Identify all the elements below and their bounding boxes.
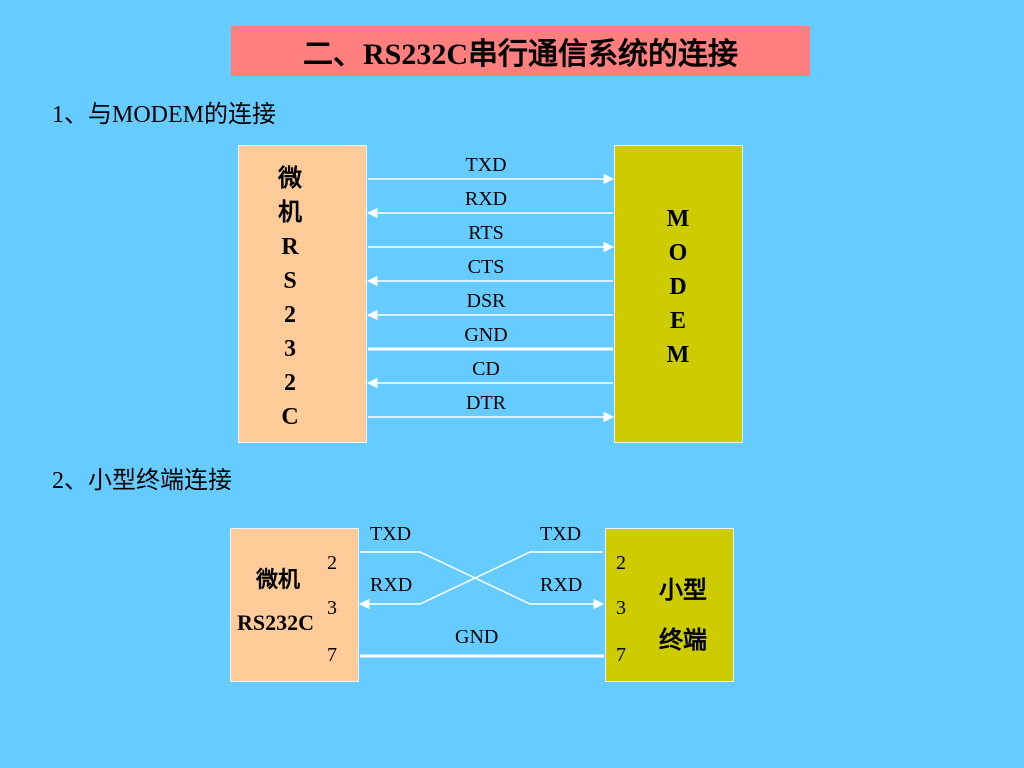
pc-box-2 xyxy=(230,528,359,682)
signal-label-dtr: DTR xyxy=(466,392,506,414)
modem-label-char: D xyxy=(669,274,687,300)
modem-label-char: M xyxy=(666,342,690,368)
modem-box xyxy=(614,145,743,443)
pc-label-char: R xyxy=(281,234,299,260)
pc-label-char: 2 xyxy=(284,370,296,396)
gnd-label-2: GND xyxy=(455,626,499,648)
terminal-label-line2: 终端 xyxy=(659,628,707,654)
signal-label-txd: TXD xyxy=(465,154,507,176)
signal-label-dsr: DSR xyxy=(466,290,506,312)
pc-label-line1: 微机 xyxy=(256,567,301,592)
txd-to-rxd-line xyxy=(360,551,605,610)
left-pin-3: 3 xyxy=(327,597,337,619)
right-pin-2: 2 xyxy=(616,552,626,574)
signal-label-cts: CTS xyxy=(467,256,505,278)
pc-rs232c-box xyxy=(238,145,367,443)
signal-label-rts: RTS xyxy=(468,222,504,244)
signal-label-rxd: RXD xyxy=(464,188,508,210)
right-pin-7: 7 xyxy=(616,644,626,666)
right-rxd-label: RXD xyxy=(540,574,583,596)
signal-label-gnd: GND xyxy=(464,324,508,346)
pc-label-char: S xyxy=(283,268,297,294)
terminal-box xyxy=(605,528,734,682)
modem-label-char: E xyxy=(669,308,686,334)
section1-heading: 1、与MODEM的连接 xyxy=(52,102,277,128)
pc-label-char: 微 xyxy=(278,166,302,192)
pc-label-char: 3 xyxy=(284,336,296,362)
terminal-label-line1: 小型 xyxy=(659,578,707,604)
left-txd-label: TXD xyxy=(370,523,412,545)
section2-heading: 2、小型终端连接 xyxy=(52,468,232,494)
modem-label-char: M xyxy=(666,206,690,232)
pc-label-char: 2 xyxy=(284,302,296,328)
left-pin-2: 2 xyxy=(327,552,337,574)
signal-label-cd: CD xyxy=(472,358,500,380)
left-pin-7: 7 xyxy=(327,644,337,666)
rxd-from-txd-line xyxy=(358,551,603,610)
pc-label-line2: RS232C xyxy=(237,610,315,635)
right-txd-label: TXD xyxy=(540,523,582,545)
left-rxd-label: RXD xyxy=(370,574,413,596)
slide-title: 二、RS232C串行通信系统的连接 xyxy=(231,26,810,76)
pc-label-char: 机 xyxy=(278,200,302,226)
right-pin-3: 3 xyxy=(616,597,626,619)
pc-label-char: C xyxy=(281,404,299,430)
modem-label-char: O xyxy=(668,240,688,266)
